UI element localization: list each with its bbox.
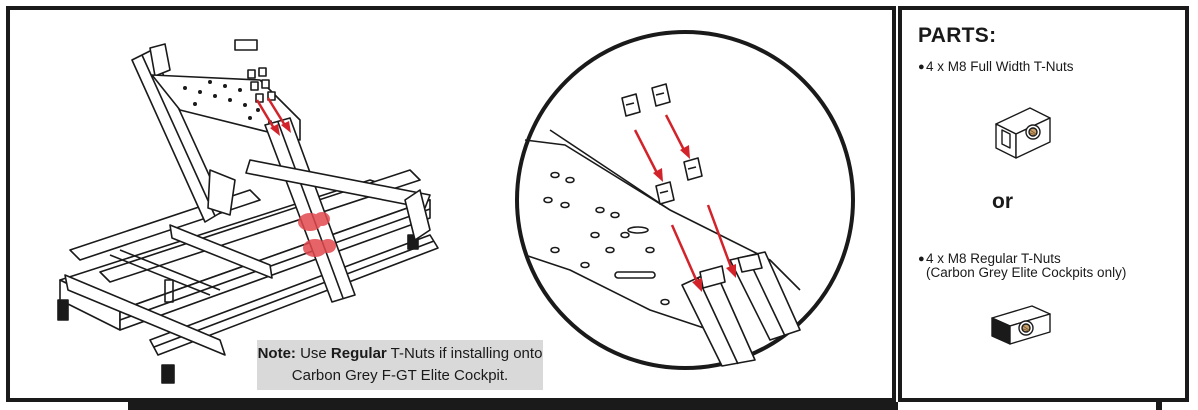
parts-panel: PARTS: ●4 x M8 Full Width T-Nuts or ●4 x… [902, 10, 1185, 398]
bullet-icon: ● [918, 253, 925, 265]
parts-title: PARTS: [918, 24, 997, 47]
note-line-1: Note: Use Regular T-Nuts if installing o… [257, 343, 543, 365]
part-item-sublabel: (Carbon Grey Elite Cockpits only) [926, 265, 1127, 280]
note-text-2: T-Nuts if installing onto [386, 345, 543, 362]
note-label: Note: [257, 345, 296, 362]
bottom-border-segment [128, 402, 898, 410]
note-emphasis: Regular [330, 345, 387, 362]
panel-divider [892, 6, 902, 402]
part-item-full-width-tnut: ●4 x M8 Full Width T-Nuts [918, 60, 1074, 74]
part-item-label: 4 x M8 Regular T-Nuts [926, 251, 1061, 266]
regular-tnut-icon [991, 305, 1051, 345]
part-item-regular-tnut: ●4 x M8 Regular T-Nuts (Carbon Grey Elit… [918, 252, 1126, 280]
note-text-1: Use [295, 345, 331, 362]
bottom-border-tick [1156, 402, 1162, 410]
bullet-icon: ● [918, 61, 925, 73]
note-line-2: Carbon Grey F-GT Elite Cockpit. [291, 367, 509, 384]
assembly-illustration [57, 30, 855, 384]
full-width-tnut-icon [995, 107, 1051, 159]
note-callout: Note: Use Regular T-Nuts if installing o… [257, 340, 543, 390]
or-separator: or [992, 190, 1013, 213]
part-item-label: 4 x M8 Full Width T-Nuts [926, 59, 1074, 74]
page-frame [6, 6, 1189, 402]
